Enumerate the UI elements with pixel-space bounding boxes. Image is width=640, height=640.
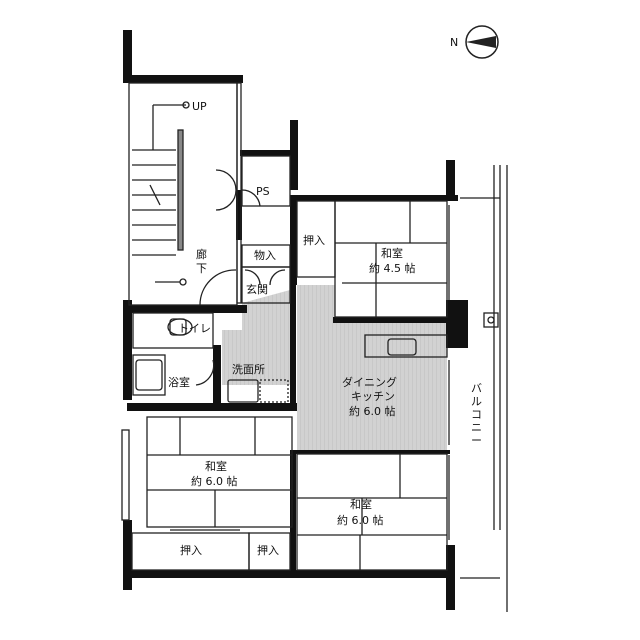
entrance-label: 玄関 xyxy=(246,282,268,296)
balcony-char-2: ル xyxy=(471,395,482,408)
closet-top-label: 押入 xyxy=(303,233,325,247)
bath-label: 浴室 xyxy=(168,375,190,389)
compass: N xyxy=(450,25,499,59)
washitsu-c-name: 和室 xyxy=(205,459,227,473)
room-labels: UP 廊 下 PS 押入 和室 約 4.5 帖 物入 玄関 トイレ 浴室 洗面所… xyxy=(168,100,482,557)
washitsu-b-name: 和室 xyxy=(350,497,372,511)
hallway-label-1: 廊 xyxy=(196,247,207,261)
balcony-char-1: バ xyxy=(471,382,482,395)
balcony-char-5: ー xyxy=(471,434,482,447)
washitsu-c-size: 約 6.0 帖 xyxy=(191,474,238,488)
toilet-label: トイレ xyxy=(178,322,211,335)
closet-bottom-mid-label: 押入 xyxy=(257,543,279,557)
dk-name-1: ダイニング xyxy=(342,375,397,389)
stairs-up-label: UP xyxy=(192,100,207,113)
ps-label: PS xyxy=(256,185,270,198)
washitsu-b-size: 約 6.0 帖 xyxy=(337,513,384,527)
thin-lines xyxy=(121,82,508,612)
washitsu-a-name: 和室 xyxy=(381,246,403,260)
washroom-label: 洗面所 xyxy=(232,363,265,376)
closet-bottom-left-label: 押入 xyxy=(180,543,202,557)
dk-name-2: キッチン xyxy=(351,390,395,403)
balcony-char-4: ニ xyxy=(471,421,482,434)
tiled-floor xyxy=(222,285,447,450)
dk-size: 約 6.0 帖 xyxy=(349,404,396,418)
balcony-char-3: コ xyxy=(471,408,482,421)
compass-north-label: N xyxy=(450,36,458,49)
washitsu-a-size: 約 4.5 帖 xyxy=(369,261,416,275)
walls xyxy=(123,30,468,610)
hallway-label-2: 下 xyxy=(196,262,207,275)
storage-entry-label: 物入 xyxy=(254,248,276,262)
